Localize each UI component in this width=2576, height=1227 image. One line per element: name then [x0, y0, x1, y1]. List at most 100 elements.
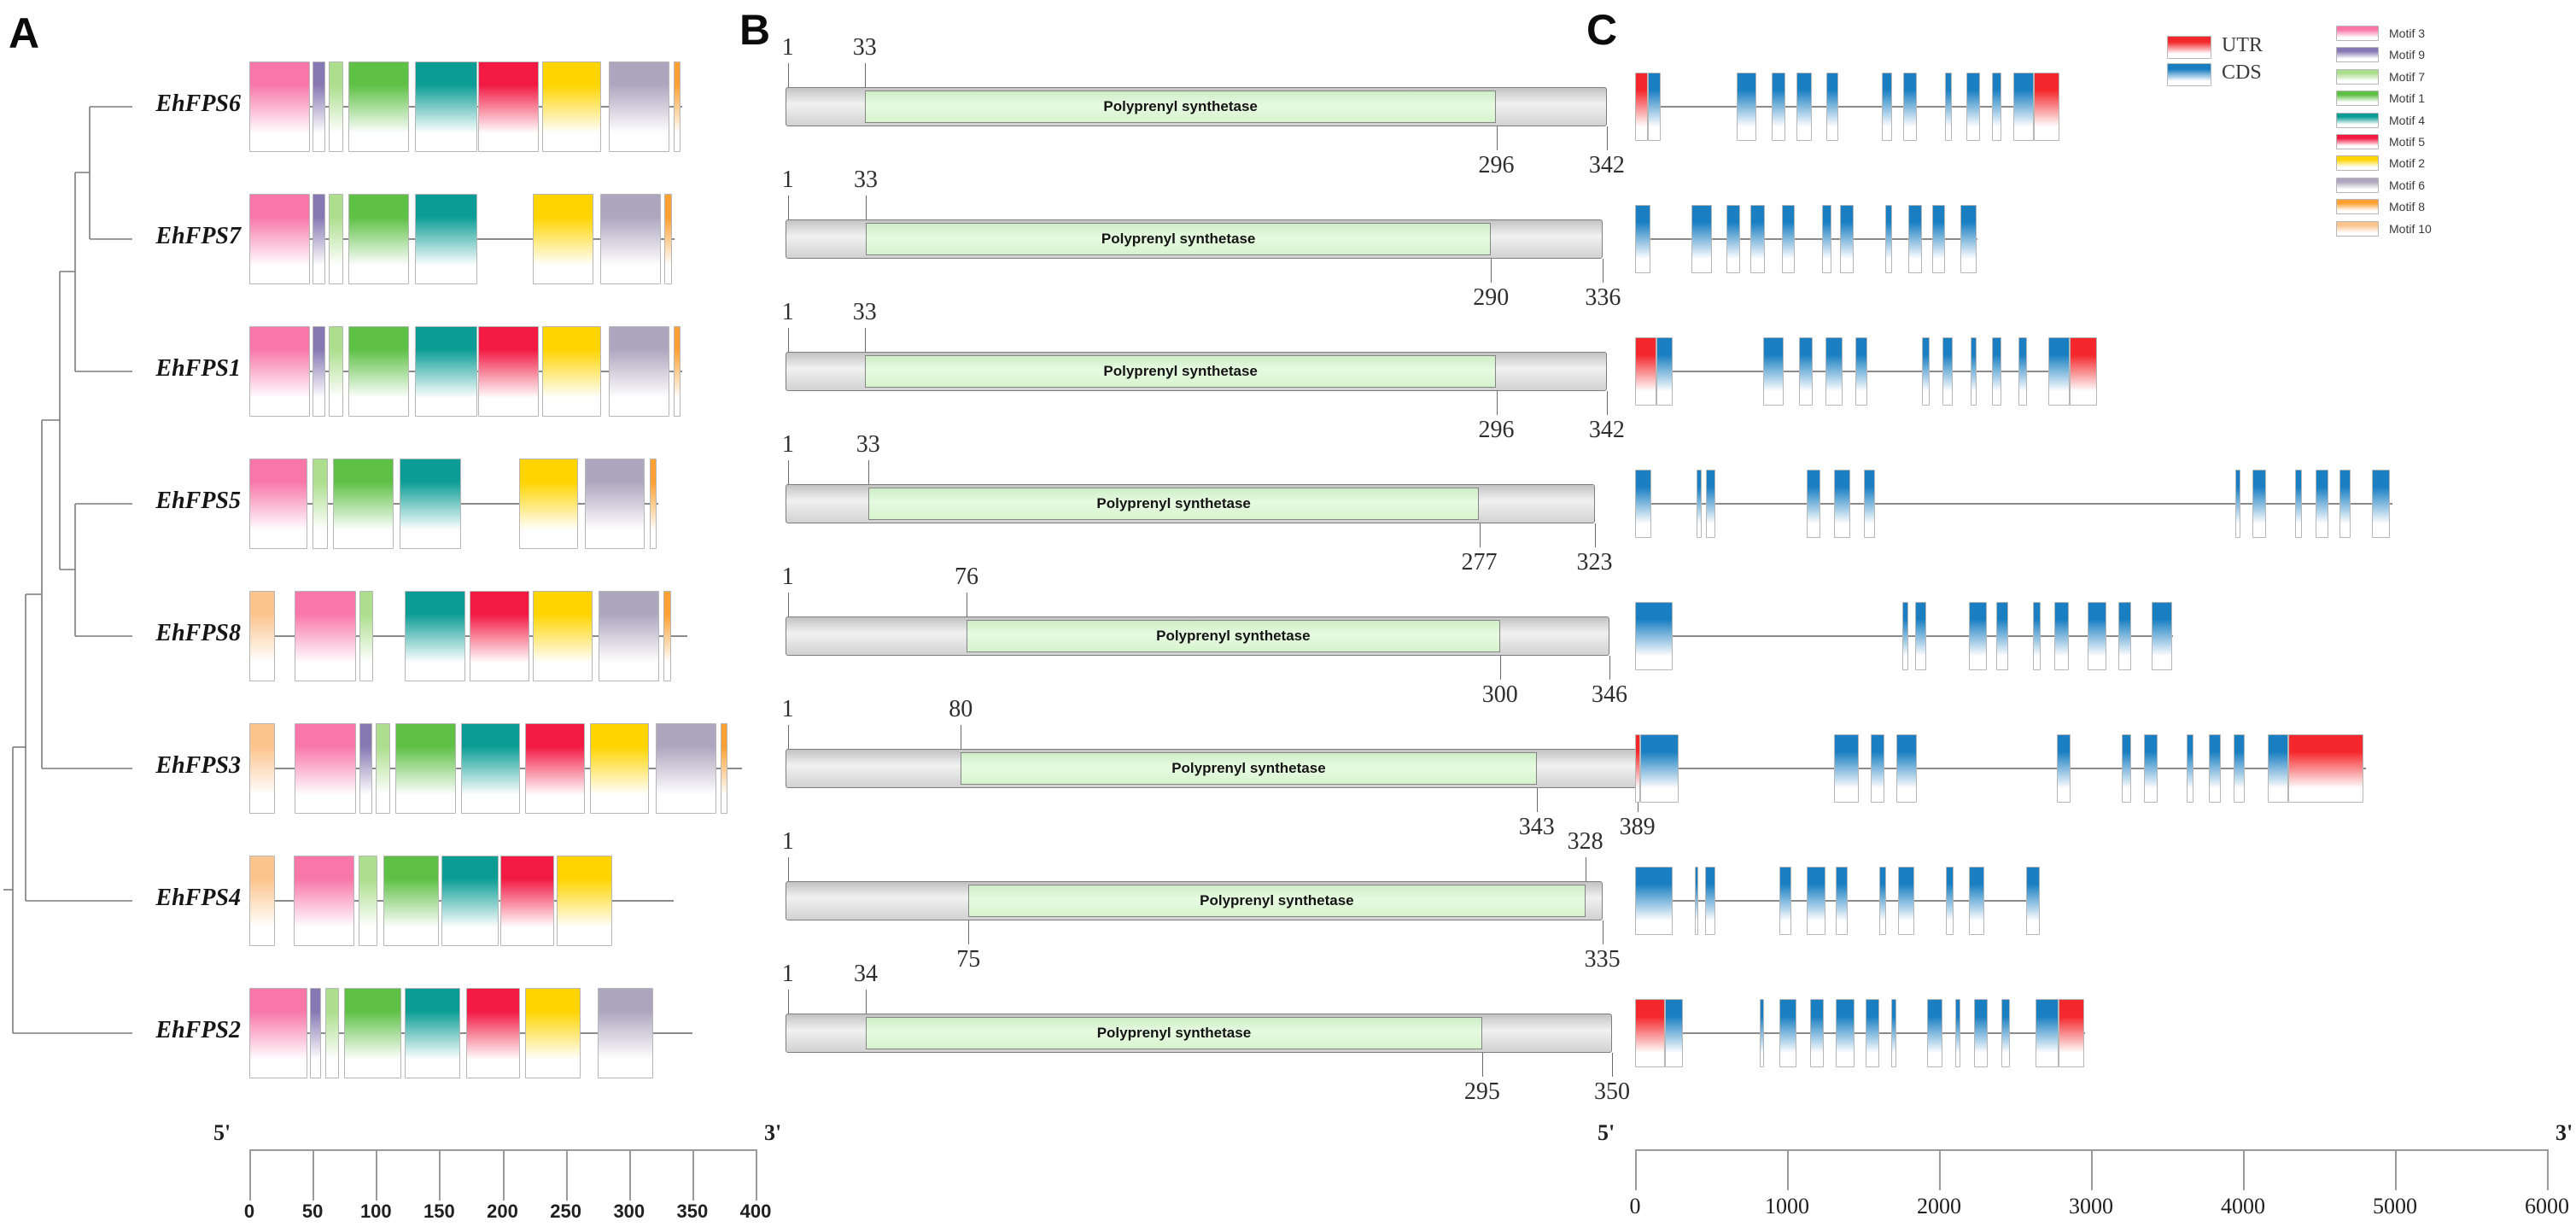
domain-pos-number: 346: [1592, 681, 1627, 708]
motif-legend-swatch-m4: [2336, 112, 2379, 128]
cds-segment: [1695, 867, 1699, 935]
phylo-tree: [3, 106, 132, 1034]
cds-segment: [1834, 734, 1859, 803]
motif-box-m4: [441, 856, 499, 946]
utr-segment: [1635, 73, 1649, 141]
cds-segment: [1903, 73, 1918, 141]
motif-box-m5: [478, 326, 540, 417]
cds-segment: [1878, 867, 1887, 935]
cds-segment: [1825, 337, 1843, 406]
domain-pos-line: [1481, 1053, 1483, 1077]
motif-box-m1: [348, 61, 409, 152]
domain-pos-line: [1536, 788, 1538, 812]
cds-segment: [2187, 734, 2193, 803]
cds-segment: [1863, 470, 1876, 538]
cds-segment: [1926, 999, 1942, 1067]
gene-scale-tick: [2243, 1149, 2245, 1190]
motif-legend-label-m5: Motif 5: [2389, 135, 2426, 149]
motif-box-m6: [599, 194, 661, 284]
motif-box-m7: [313, 459, 328, 549]
cds-segment: [1882, 73, 1892, 141]
gene-row-line: [1635, 106, 2059, 108]
gene-scale-tick-label: 6000: [2525, 1194, 2569, 1218]
motif-legend-label-m9: Motif 9: [2389, 48, 2426, 62]
domain-pos-number: 342: [1588, 417, 1625, 443]
cds-segment: [1691, 205, 1712, 273]
domain-pos-number: 76: [955, 564, 978, 590]
domain-pos-number: 1: [781, 564, 794, 590]
cds-segment: [2001, 999, 2010, 1067]
domain-box: Polyprenyl synthetase: [866, 1017, 1482, 1049]
cds-segment: [2057, 734, 2071, 803]
cds-segment: [1762, 337, 1785, 406]
motif-box-m5: [525, 723, 585, 814]
motif-box-m6: [609, 326, 670, 417]
protein-scale-tick: [439, 1149, 441, 1201]
cds-segment: [2118, 602, 2132, 670]
utr-segment: [1635, 734, 1641, 803]
gene-scale-tick-label: 3000: [2069, 1194, 2113, 1218]
motif-box-m1: [383, 856, 440, 946]
domain-label: Polyprenyl synthetase: [1156, 628, 1311, 644]
domain-pos-number: 300: [1481, 681, 1518, 708]
protein-scale-tick-label: 300: [613, 1201, 645, 1222]
cds-segment: [1836, 999, 1855, 1067]
domain-pos-number: 389: [1619, 814, 1656, 840]
gene-label: EhFPS1: [155, 355, 241, 382]
cds-segment: [1955, 999, 1961, 1067]
protein-scale-tick: [376, 1149, 378, 1201]
motif-box-m10: [249, 856, 275, 946]
cds-segment: [1772, 73, 1786, 141]
cds-segment: [1890, 999, 1897, 1067]
gene-label: EhFPS5: [155, 488, 241, 514]
cds-segment: [1779, 999, 1796, 1067]
domain-pos-number: 1: [781, 828, 794, 855]
domain-pos-number: 1: [781, 696, 794, 722]
cds-segment: [1807, 867, 1826, 935]
motif-box-m5: [465, 988, 521, 1078]
domain-label: Polyprenyl synthetase: [1171, 760, 1326, 776]
domain-pos-line: [787, 725, 789, 749]
motif-box-m3: [293, 856, 355, 946]
panel-b-label: B: [739, 6, 771, 54]
cds-segment: [2144, 734, 2158, 803]
motif-box-m7: [329, 194, 343, 284]
gene-scale-tick: [1635, 1149, 1637, 1190]
domain-pos-line: [1594, 523, 1596, 547]
domain-pos-line: [787, 328, 789, 352]
utr-legend-swatch: [2167, 36, 2211, 59]
cds-segment: [1697, 470, 1702, 538]
cds-segment: [1968, 602, 1988, 670]
motif-box-m2: [533, 591, 593, 681]
motif-legend-swatch-m9: [2336, 47, 2379, 63]
cds-segment: [1922, 337, 1931, 406]
domain-pos-line: [787, 857, 789, 881]
motif-box-m1: [348, 194, 409, 284]
cds-segment: [1884, 205, 1892, 273]
motif-box-m4: [415, 326, 477, 417]
domain-box: Polyprenyl synthetase: [968, 885, 1586, 917]
domain-pos-number: 335: [1584, 946, 1621, 973]
motif-box-m6: [599, 591, 660, 681]
motif-box-m7: [324, 988, 340, 1078]
cds-segment: [2267, 734, 2288, 803]
domain-pos-number: 80: [949, 696, 973, 722]
motif-legend-label-m2: Motif 2: [2389, 156, 2426, 171]
motif-box-m8: [673, 61, 681, 152]
protein-scale-tick-label: 100: [359, 1201, 392, 1222]
motif-box-m2: [533, 194, 594, 284]
panel-c-label: C: [1586, 6, 1618, 54]
motif-legend-label-m10: Motif 10: [2389, 221, 2432, 236]
motif-box-m6: [597, 988, 653, 1078]
domain-pos-number: 336: [1585, 284, 1621, 311]
domain-box: Polyprenyl synthetase: [866, 223, 1492, 255]
cds-segment: [1834, 470, 1850, 538]
domain-pos-line: [1499, 656, 1501, 680]
gene-row-line: [1635, 768, 2367, 769]
gene-label: EhFPS7: [155, 223, 241, 249]
motif-legend-label-m1: Motif 1: [2389, 91, 2426, 106]
cds-segment: [1635, 205, 1650, 273]
domain-pos-number: 33: [854, 167, 878, 193]
domain-box: Polyprenyl synthetase: [867, 488, 1480, 520]
